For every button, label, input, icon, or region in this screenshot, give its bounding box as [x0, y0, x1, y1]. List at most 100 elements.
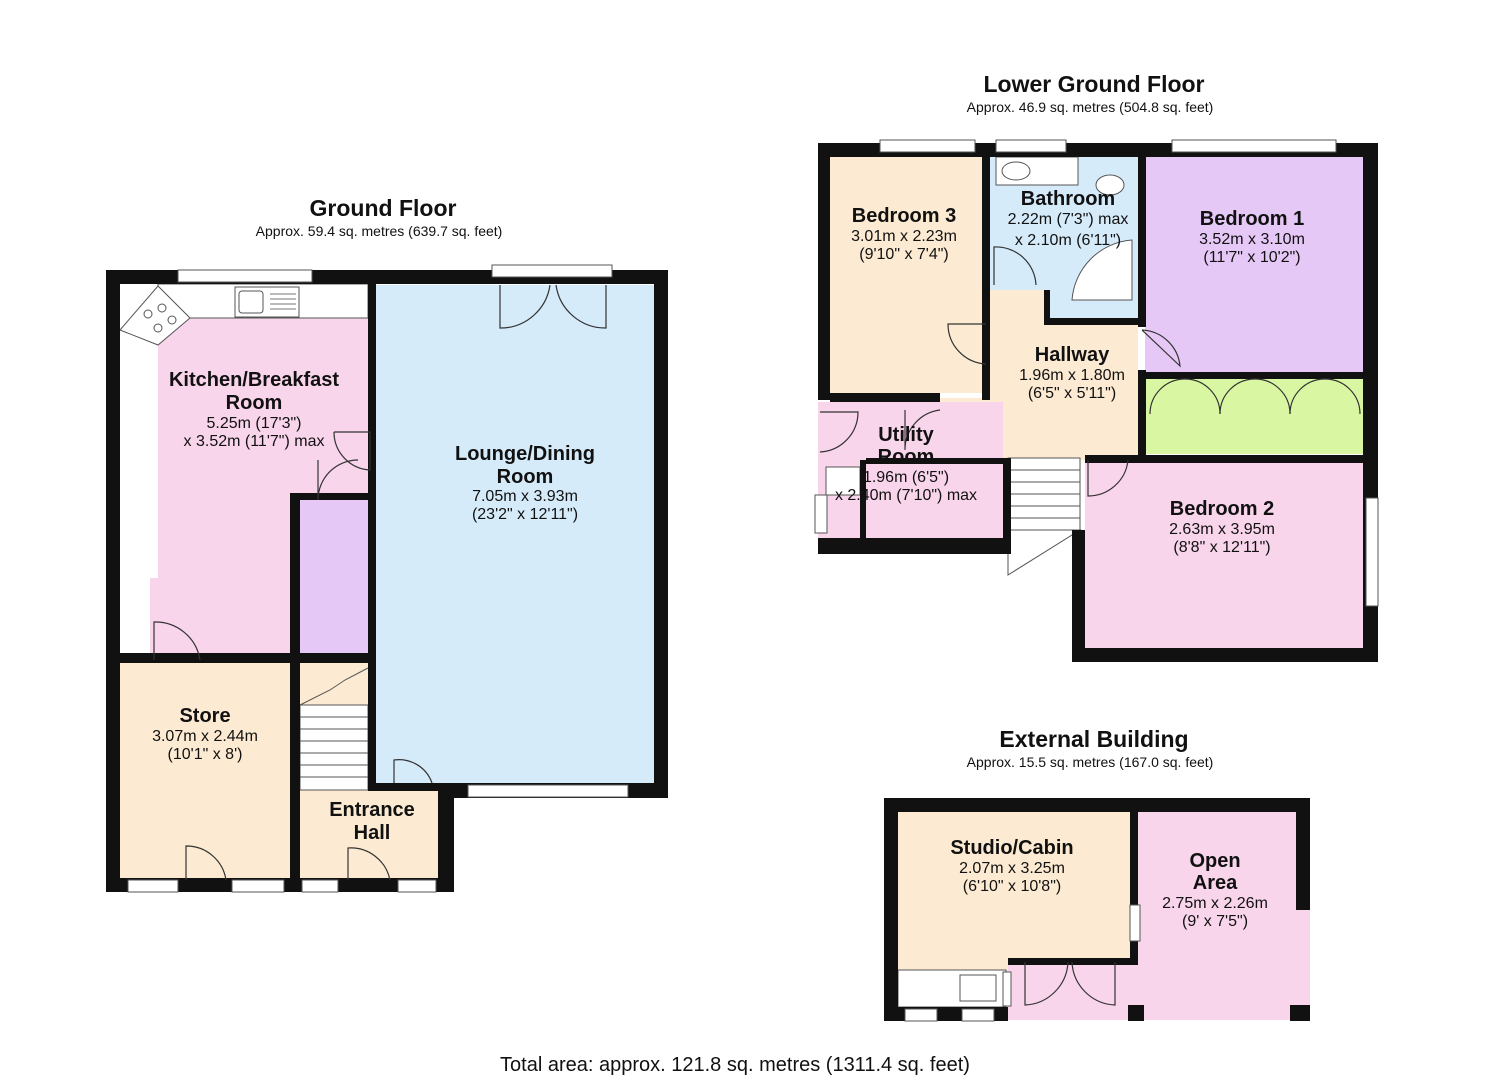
studio-french-door: [1024, 961, 1116, 1006]
store-name: Store: [179, 705, 230, 727]
open-area-dim-2: (9' x 7'5"): [1182, 913, 1248, 930]
utility-name-1: Utility: [878, 424, 934, 446]
hallway-name: Hallway: [1035, 344, 1110, 366]
lounge-door: [393, 759, 433, 784]
hallway-room: [940, 290, 1138, 530]
stairs-icon: [299, 667, 369, 791]
store-window-right: [231, 879, 285, 893]
sink-icon: [234, 286, 300, 318]
entrance-name-2: Hall: [354, 822, 391, 844]
lounge-french-door: [499, 284, 607, 329]
toilet-icon: [1095, 174, 1125, 196]
bedroom1-name: Bedroom 1: [1200, 208, 1304, 230]
entrance-window-right: [397, 879, 437, 893]
hallway-dim-2: (6'5" x 5'11"): [1028, 385, 1116, 402]
bedroom3-name: Bedroom 3: [852, 205, 956, 227]
external-title: External Building: [999, 726, 1188, 752]
ground-floor-title: Ground Floor: [310, 195, 457, 221]
corridor-room: [300, 500, 368, 653]
bedroom1-dim-2: (11'7" x 10'2"): [1203, 249, 1300, 266]
kitchen-room: [150, 318, 368, 658]
open-area-dim-1: 2.75m x 2.26m: [1162, 895, 1268, 912]
entrance-name-1: Entrance: [329, 799, 415, 821]
wardrobe-area: [1145, 379, 1363, 454]
counter-strip: [120, 330, 150, 660]
kitchen-dim-2: x 3.52m (11'7") max: [184, 433, 325, 450]
studio-window-right: [961, 1008, 995, 1022]
bedroom2-name: Bedroom 2: [1170, 498, 1274, 520]
lounge-room: [375, 285, 654, 783]
kitchen-dim-1: 5.25m (17'3"): [207, 415, 302, 432]
store-front-door: [185, 845, 227, 881]
bedroom2-dim-2: (8'8" x 12'11"): [1173, 539, 1270, 556]
sink-unit-icon: [959, 974, 997, 1002]
open-area-name-1: Open: [1189, 850, 1240, 872]
lower-floor-title: Lower Ground Floor: [983, 71, 1204, 97]
bedroom3-door: [947, 323, 987, 365]
utility-door: [904, 409, 941, 451]
entrance-window-left: [301, 879, 339, 893]
bedroom3-window: [879, 139, 976, 153]
entrance-front-door: [347, 847, 391, 881]
lounge-name-2: Room: [497, 466, 554, 488]
bedroom1-door: [1141, 329, 1181, 368]
sink-side-window: [1002, 971, 1012, 1007]
lounge-dim-1: 7.05m x 3.93m: [472, 488, 578, 505]
corner-bath-icon: [1071, 239, 1133, 301]
lounge-dim-2: (23'2" x 12'11"): [472, 506, 578, 523]
bathroom-window: [995, 139, 1067, 153]
ground-floor: Ground Floor Approx. 59.4 sq. metres (63…: [106, 195, 668, 893]
store-door: [153, 621, 201, 661]
lounge-name-1: Lounge/Dining: [455, 443, 595, 465]
total-area: Total area: approx. 121.8 sq. metres (13…: [500, 1054, 970, 1076]
lounge-bottom-window: [467, 784, 629, 798]
utility-outer-door: [819, 411, 859, 453]
bedroom1-dim-1: 3.52m x 3.10m: [1199, 231, 1305, 248]
studio-dim-2: (6'10" x 10'8"): [963, 878, 1061, 895]
store-dim-2: (10'1" x 8'): [168, 746, 243, 763]
studio-side-window: [1129, 904, 1141, 942]
lower-walls: [818, 143, 1378, 662]
lounge-top-window: [491, 264, 613, 278]
lower-ground-floor: Lower Ground Floor Approx. 46.9 sq. metr…: [814, 71, 1379, 662]
bathroom-name: Bathroom: [1021, 188, 1115, 210]
bedroom2-door: [1087, 459, 1129, 497]
lower-floor-area: Approx. 46.9 sq. metres (504.8 sq. feet): [967, 99, 1214, 115]
bedroom2-room: [1085, 462, 1365, 650]
bedroom2-dim-1: 2.63m x 3.95m: [1169, 521, 1275, 538]
store-window-left: [127, 879, 179, 893]
kitchen-window: [177, 269, 313, 283]
utility-sink-icon: [825, 466, 861, 496]
utility-dim-2: x 2.40m (7'10") max: [835, 487, 977, 504]
store-room: [120, 663, 290, 880]
bedroom1-window: [1171, 139, 1337, 153]
open-area-name-2: Area: [1193, 872, 1238, 894]
lower-stairs-icon: [1007, 457, 1082, 576]
bedroom3-room: [830, 157, 982, 393]
ground-floor-area: Approx. 59.4 sq. metres (639.7 sq. feet): [256, 223, 503, 239]
corner-worktop: [119, 285, 191, 346]
external-building: External Building Approx. 15.5 sq. metre…: [884, 726, 1310, 1022]
kitchen-name-1: Kitchen/Breakfast: [169, 369, 339, 391]
studio-window-left: [904, 1008, 938, 1022]
utility-window: [814, 494, 828, 534]
external-area: Approx. 15.5 sq. metres (167.0 sq. feet): [967, 754, 1214, 770]
studio-name: Studio/Cabin: [950, 837, 1073, 859]
utility-dim-1: 1.96m (6'5"): [863, 469, 949, 486]
basin-bowl-icon: [1001, 161, 1031, 181]
bedroom2-window: [1365, 497, 1379, 607]
bathroom-dim-2: x 2.10m (6'11"): [1015, 232, 1121, 249]
kitchen-name-2: Room: [226, 392, 283, 414]
bedroom3-dim-2: (9'10" x 7'4"): [859, 246, 949, 263]
open-area-room: [1008, 812, 1310, 1020]
wardrobe-doors: [1149, 378, 1361, 415]
bathroom-dim-1: 2.22m (7'3") max: [1008, 211, 1129, 228]
bedroom1-room: [1145, 157, 1363, 379]
bedroom3-dim-1: 3.01m x 2.23m: [851, 228, 957, 245]
store-dim-1: 3.07m x 2.44m: [152, 728, 258, 745]
bathroom-door: [993, 246, 1037, 286]
studio-dim-1: 2.07m x 3.25m: [959, 860, 1065, 877]
utility-name-2: Room: [878, 446, 935, 468]
hob-icon: [143, 303, 177, 333]
